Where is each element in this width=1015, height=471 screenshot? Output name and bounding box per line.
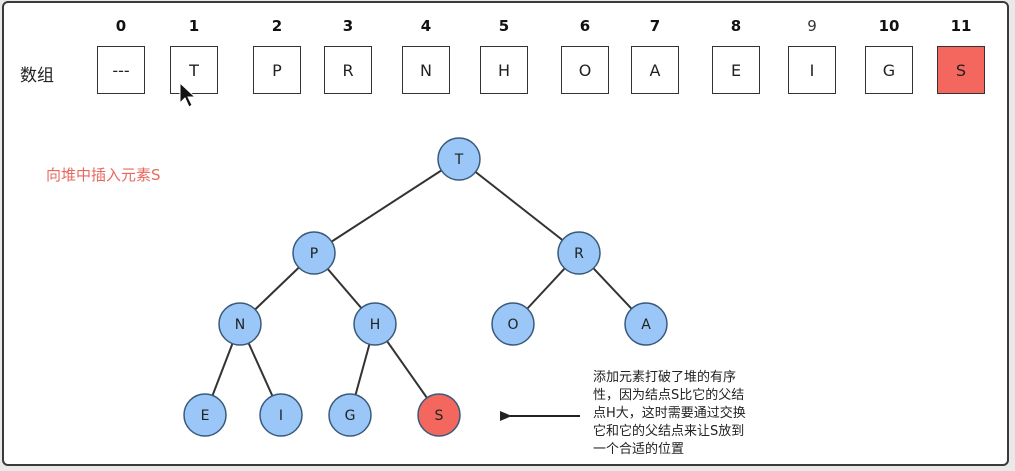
explanation-note: 添加元素打破了堆的有序 性，因为结点S比它的父结 点H大，这时需要通过交换 它和… — [593, 369, 793, 459]
tree-node-H: H — [353, 302, 397, 346]
tree-node-I: I — [259, 393, 303, 437]
array-index-3: 3 — [342, 17, 354, 35]
array-cell-3: R — [324, 46, 372, 94]
tree-node-label: G — [345, 408, 356, 424]
tree-node-label: A — [641, 317, 651, 333]
note-line: 它和它的父结点来让S放到 — [593, 424, 745, 439]
array-index-10: 10 — [878, 17, 900, 35]
tree-node-T: T — [437, 137, 481, 181]
array-cell-10: G — [865, 46, 913, 94]
tree-node-label: H — [370, 317, 381, 333]
array-cell-2: P — [253, 46, 301, 94]
array-index-6: 6 — [579, 17, 591, 35]
array-index-5: 5 — [498, 17, 510, 35]
tree-edge-T-R — [458, 158, 580, 254]
note-line: 一个合适的位置 — [593, 442, 685, 457]
heap-tree: T P R N H O A E I G S — [179, 81, 668, 437]
array-index-4: 4 — [420, 17, 432, 35]
array-index-11: 11 — [950, 17, 972, 35]
tree-node-G: G — [328, 393, 372, 437]
array-index-8: 8 — [730, 17, 742, 35]
array-index-9: 9 — [807, 17, 817, 35]
tree-node-A: A — [624, 302, 668, 346]
array-index-1: 1 — [188, 17, 200, 35]
array-cell-4: N — [402, 46, 450, 94]
array-cell-8: E — [712, 46, 760, 94]
tree-node-label: R — [574, 246, 584, 262]
tree-edge-T-P — [313, 158, 460, 254]
array-cell-1: T — [170, 46, 218, 94]
tree-node-R: R — [557, 231, 601, 275]
insert-caption: 向堆中插入元素S — [46, 166, 161, 184]
note-line: 性，因为结点S比它的父结 — [593, 388, 745, 403]
array-cell-11: S — [937, 46, 985, 94]
array-cell-0: --- — [97, 46, 145, 94]
array-cell-5: H — [480, 46, 528, 94]
tree-node-label: P — [310, 246, 318, 262]
tree-node-O: O — [491, 302, 535, 346]
tree-node-label: N — [235, 317, 245, 333]
array-index-2: 2 — [271, 17, 283, 35]
array-label: 数组 — [20, 66, 54, 86]
tree-node-P: P — [292, 231, 336, 275]
array-index-7: 7 — [649, 17, 661, 35]
tree-node-label: T — [454, 152, 464, 168]
note-line: 添加元素打破了堆的有序 — [593, 370, 737, 385]
tree-node-E: E — [183, 393, 227, 437]
tree-node-S: S — [417, 393, 461, 437]
tree-node-label: S — [435, 408, 444, 424]
tree-node-N: N — [218, 302, 262, 346]
array-cell-6: O — [561, 46, 609, 94]
tree-node-label: I — [279, 408, 283, 424]
array-cell-7: A — [631, 46, 679, 94]
tree-node-label: O — [507, 317, 518, 333]
array-index-0: 0 — [115, 17, 127, 35]
tree-node-label: E — [201, 408, 210, 424]
array-cell-9: I — [788, 46, 836, 94]
note-line: 点H大，这时需要通过交换 — [593, 406, 746, 421]
mouse-cursor-icon — [179, 81, 197, 108]
